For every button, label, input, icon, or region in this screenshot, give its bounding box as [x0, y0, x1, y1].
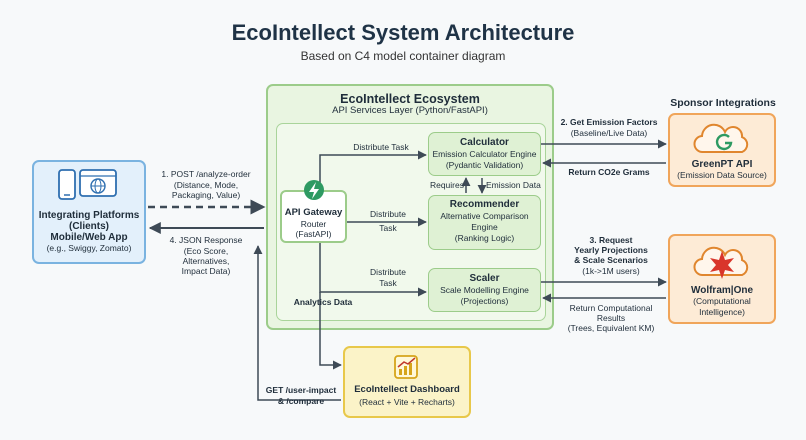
- wolfram-subtitle-line1: (Computational: [693, 296, 751, 306]
- label-post-analyze-1: 1. POST /analyze-order: [161, 169, 251, 179]
- recommender-box[interactable]: [428, 195, 541, 250]
- wolfram-star-icon: [693, 246, 749, 279]
- arrow-analytics-data: [319, 292, 342, 370]
- label-return-computational-1: Return Computational: [569, 303, 653, 313]
- diagram-subtitle: Based on C4 model container diagram: [300, 49, 506, 63]
- greenpt-cloud-icon: [693, 123, 749, 153]
- recommender-engine-line1: Alternative Comparison: [440, 211, 529, 221]
- scaler-box[interactable]: [428, 268, 541, 312]
- api-gateway-box[interactable]: [280, 190, 347, 243]
- devices-icon: [58, 169, 117, 200]
- recommender-logic: (Ranking Logic): [454, 233, 515, 243]
- label-get-user-impact-2: & /compare: [277, 396, 325, 406]
- label-get-emission-factors-2: (Baseline/Live Data): [570, 128, 648, 138]
- clients-type: Mobile/Web App: [50, 232, 128, 243]
- api-gateway-router: Router: [300, 219, 327, 229]
- clients-examples: (e.g., Swiggy, Zomato): [46, 243, 132, 253]
- label-distribute-scaler-2: Task: [379, 278, 397, 288]
- scaler-engine: Scale Modelling Engine: [440, 285, 529, 295]
- label-post-analyze-3: Packaging, Value): [171, 190, 241, 200]
- label-return-computational-3: (Trees, Equivalent KM): [567, 323, 655, 333]
- calculator-title: Calculator: [460, 137, 509, 148]
- label-analytics-data: Analytics Data: [293, 297, 353, 307]
- sponsor-integrations-title: Sponsor Integrations: [670, 97, 776, 109]
- label-request-projections-4: (1k->1M users): [582, 266, 640, 276]
- wolfram-title: Wolfram|One: [690, 285, 754, 296]
- label-get-user-impact-1: GET /user-impact: [265, 385, 337, 395]
- diagram-title: EcoIntellect System Architecture: [231, 20, 575, 45]
- label-emission-data: Emission Data: [486, 180, 541, 190]
- clients-subtitle: (Clients): [69, 221, 109, 232]
- label-request-projections-2: Yearly Projections: [574, 245, 648, 255]
- recommender-title: Recommender: [449, 199, 520, 210]
- label-request-projections-3: & Scale Scenarios: [574, 255, 648, 265]
- calculator-validation: (Pydantic Validation): [445, 160, 524, 170]
- recommender-engine-line2: Engine: [471, 222, 498, 232]
- calculator-engine: Emission Calculator Engine: [432, 149, 537, 159]
- arrow-distribute-calculator: [319, 150, 427, 190]
- label-distribute-recommender-2: Task: [379, 223, 397, 233]
- ecosystem-title: EcoIntellect Ecosystem: [340, 92, 480, 106]
- label-request-projections-1: 3. Request: [589, 235, 633, 245]
- dashboard-tech: (React + Vite + Recharts): [359, 397, 455, 407]
- arrow-get-user-impact: [253, 245, 341, 401]
- api-gateway-tech: (FastAPI): [295, 229, 332, 239]
- label-requires: Requires: [429, 180, 464, 190]
- api-gateway-title: API Gateway: [284, 207, 343, 218]
- label-post-analyze-2: (Distance, Mode,: [173, 180, 239, 190]
- label-distribute-recommender-1: Distribute: [370, 209, 406, 219]
- label-json-response-2: (Eco Score,: [183, 246, 229, 256]
- ecosystem-subtitle: API Services Layer (Python/FastAPI): [332, 105, 488, 116]
- wolfram-subtitle-line2: Intelligence): [699, 307, 745, 317]
- label-distribute-calculator: Distribute Task: [353, 142, 409, 152]
- dashboard-title: EcoIntellect Dashboard: [354, 384, 460, 395]
- dashboard-chart-icon: [394, 355, 418, 379]
- label-get-emission-factors-1: 2. Get Emission Factors: [560, 117, 658, 127]
- label-return-co2: Return CO2e Grams: [568, 167, 650, 177]
- scaler-projections: (Projections): [460, 296, 509, 306]
- greenpt-title: GreenPT API: [691, 159, 753, 170]
- label-json-response-3: Alternatives,: [182, 256, 230, 266]
- label-return-computational-2: Results: [596, 313, 626, 323]
- greenpt-subtitle: (Emission Data Source): [677, 170, 767, 180]
- clients-title: Integrating Platforms: [38, 210, 140, 221]
- label-distribute-scaler-1: Distribute: [370, 267, 406, 277]
- lightning-icon: [304, 180, 324, 200]
- scaler-title: Scaler: [469, 273, 500, 284]
- calculator-box[interactable]: [428, 132, 541, 176]
- label-json-response-1: 4. JSON Response: [169, 235, 243, 245]
- label-json-response-4: Impact Data): [181, 266, 231, 276]
